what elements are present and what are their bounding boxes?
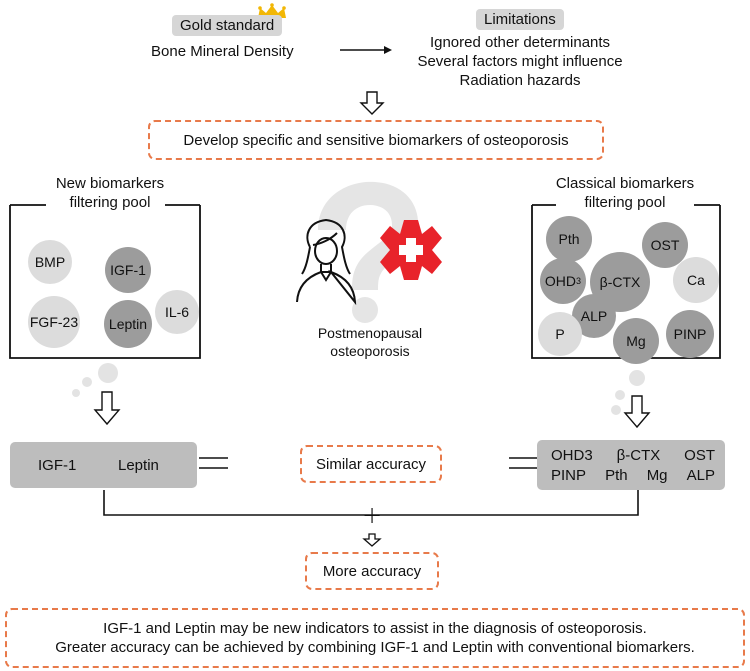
right-pool-title: Classical biomarkers filtering pool — [545, 174, 705, 212]
question-mark-icon — [318, 181, 419, 323]
bmd-label: Bone Mineral Density — [151, 43, 294, 60]
marker-mg: Mg — [613, 318, 659, 364]
right-result-bar: OHD3 β-CTX OST PINP Pth Mg ALP — [537, 440, 725, 490]
center-label-line1: Postmenopausal — [317, 325, 423, 341]
right-pool-title-line1: Classical biomarkers — [555, 175, 695, 192]
right-result-alp: ALP — [686, 467, 715, 484]
limitation-item: Radiation hazards — [459, 72, 581, 89]
marker-pinp: PINP — [666, 310, 714, 358]
marker-ca: Ca — [673, 257, 719, 303]
develop-biomarkers-text: Develop specific and sensitive biomarker… — [183, 131, 569, 149]
left-result-leptin: Leptin — [118, 457, 159, 474]
more-accuracy-text: More accuracy — [322, 562, 422, 580]
right-pool-title-line2: filtering pool — [584, 194, 666, 211]
right-result-pth: Pth — [605, 467, 628, 484]
left-result-igf1: IGF-1 — [38, 457, 77, 474]
right-result-pinp: PINP — [551, 467, 587, 484]
conclusion-line1: IGF-1 and Leptin may be new indicators t… — [103, 620, 647, 637]
more-accuracy-box: More accuracy — [305, 552, 439, 590]
right-result-mg: Mg — [646, 467, 668, 484]
right-result-ohd3: OHD3 — [551, 447, 593, 464]
limitations-label: Limitations — [476, 9, 564, 30]
plus-sign: + — [361, 501, 383, 529]
similar-accuracy-text: Similar accuracy — [315, 455, 427, 473]
hollow-down-arrow-right-icon — [623, 395, 651, 429]
right-result-row1: OHD3 β-CTX OST — [551, 446, 715, 465]
marker-fgf23: FGF-23 — [28, 296, 80, 348]
marker-igf1: IGF-1 — [105, 247, 151, 293]
right-result-row2: PINP Pth Mg ALP — [551, 466, 715, 485]
marker-pth: Pth — [546, 216, 592, 262]
left-result-bar: IGF-1 Leptin — [10, 442, 197, 488]
hollow-down-arrow-icon — [359, 91, 385, 115]
woman-icon — [296, 218, 357, 306]
marker-bmp: BMP — [28, 240, 72, 284]
marker-leptin: Leptin — [104, 300, 152, 348]
conclusion-line2: Greater accuracy can be achieved by comb… — [55, 639, 695, 656]
hospital-cross-icon — [380, 220, 442, 280]
hollow-down-arrow-small-icon — [362, 533, 382, 547]
right-result-bctx: β-CTX — [616, 447, 661, 464]
marker-ost: OST — [642, 222, 688, 268]
marker-il6: IL-6 — [155, 290, 199, 334]
limitations-list: Ignored other determinants Several facto… — [395, 33, 645, 90]
arrow-right-icon — [340, 46, 392, 54]
left-pool-title: New biomarkers filtering pool — [35, 174, 185, 212]
marker-ohd3-text: OHD — [544, 273, 577, 289]
gold-standard-label: Gold standard — [172, 15, 283, 36]
left-pool-title-line1: New biomarkers — [55, 175, 165, 192]
limitation-item: Several factors might influence — [417, 53, 623, 70]
limitation-item: Ignored other determinants — [429, 34, 611, 51]
center-label: Postmenopausal osteoporosis — [300, 324, 440, 360]
right-result-ost: OST — [684, 447, 715, 464]
conclusion-box: IGF-1 and Leptin may be new indicators t… — [5, 608, 745, 668]
hollow-down-arrow-left-icon — [93, 391, 121, 426]
center-label-line2: osteoporosis — [330, 343, 410, 359]
marker-ohd3-subscript: 3 — [576, 276, 582, 286]
left-pool-title-line2: filtering pool — [69, 194, 151, 211]
develop-biomarkers-box: Develop specific and sensitive biomarker… — [148, 120, 604, 160]
similar-accuracy-box: Similar accuracy — [300, 445, 442, 483]
marker-p: P — [538, 312, 582, 356]
